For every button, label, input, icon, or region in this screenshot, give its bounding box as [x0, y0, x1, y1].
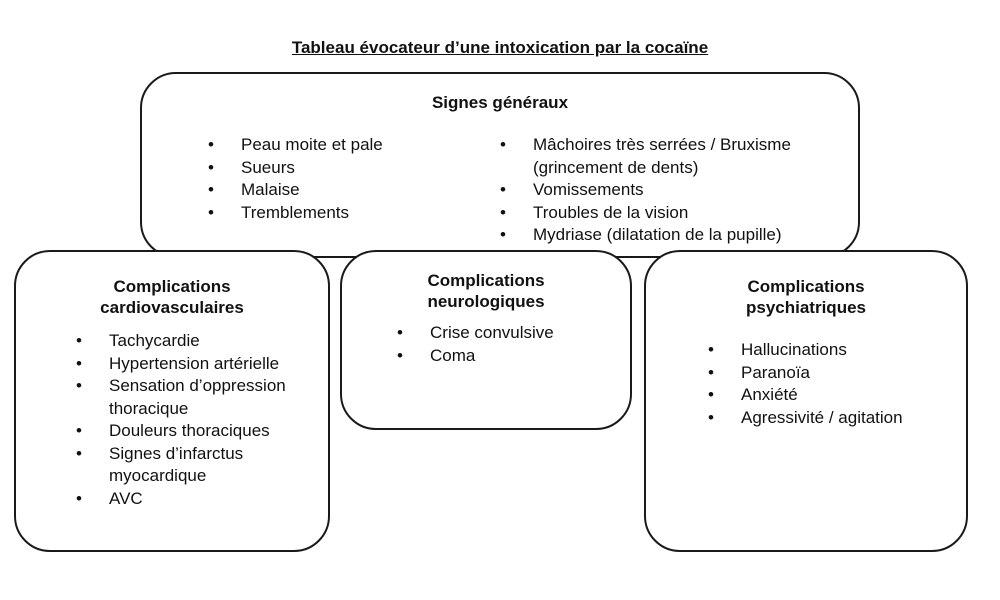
psychiatric-complications-box: Complications psychiatriques Hallucinati… — [644, 250, 968, 552]
list-item: Tremblements — [208, 202, 468, 225]
list-item: Peau moite et pale — [208, 134, 468, 157]
title-line: psychiatriques — [746, 298, 866, 317]
neurological-complications-box: Complications neurologiques Crise convul… — [340, 250, 632, 430]
list-item: Anxiété — [708, 384, 958, 407]
list-item: Malaise — [208, 179, 468, 202]
list-item: AVC — [76, 488, 321, 511]
list-item: Sensation d’oppression thoracique — [76, 375, 321, 420]
cardiovascular-list: Tachycardie Hypertension artérielle Sens… — [76, 330, 321, 510]
title-line: Complications — [747, 277, 865, 296]
list-item: Tachycardie — [76, 330, 321, 353]
list-item: Mâchoires très serrées / Bruxisme (grinc… — [500, 134, 845, 179]
cardiovascular-complications-box: Complications cardiovasculaires Tachycar… — [14, 250, 330, 552]
list-item: Coma — [397, 345, 622, 368]
list-item: Hypertension artérielle — [76, 353, 321, 376]
title-line: Complications — [113, 277, 231, 296]
list-item: Sueurs — [208, 157, 468, 180]
list-item: Mydriase (dilatation de la pupille) — [500, 224, 845, 247]
list-item: Douleurs thoraciques — [76, 420, 321, 443]
general-signs-left-list: Peau moite et pale Sueurs Malaise Trembl… — [208, 134, 468, 224]
psychiatric-list: Hallucinations Paranoïa Anxiété Agressiv… — [708, 339, 958, 429]
neurological-list: Crise convulsive Coma — [397, 322, 622, 367]
list-item: Signes d’infarctus myocardique — [76, 443, 321, 488]
general-signs-box: Signes généraux Peau moite et pale Sueur… — [140, 72, 860, 258]
list-item: Agressivité / agitation — [708, 407, 958, 430]
list-item: Vomissements — [500, 179, 845, 202]
list-item: Hallucinations — [708, 339, 958, 362]
general-signs-title: Signes généraux — [431, 93, 569, 112]
title-line: neurologiques — [427, 292, 545, 311]
neurological-complications-title: Complications neurologiques — [342, 270, 630, 312]
general-signs-right-list: Mâchoires très serrées / Bruxisme (grinc… — [500, 134, 845, 247]
diagram-title: Tableau évocateur d’une intoxication par… — [291, 38, 709, 57]
list-item: Paranoïa — [708, 362, 958, 385]
psychiatric-complications-title: Complications psychiatriques — [646, 276, 966, 318]
list-item: Troubles de la vision — [500, 202, 845, 225]
title-line: Complications — [427, 271, 545, 290]
cardiovascular-complications-title: Complications cardiovasculaires — [16, 276, 328, 318]
title-line: cardiovasculaires — [100, 298, 244, 317]
list-item: Crise convulsive — [397, 322, 622, 345]
